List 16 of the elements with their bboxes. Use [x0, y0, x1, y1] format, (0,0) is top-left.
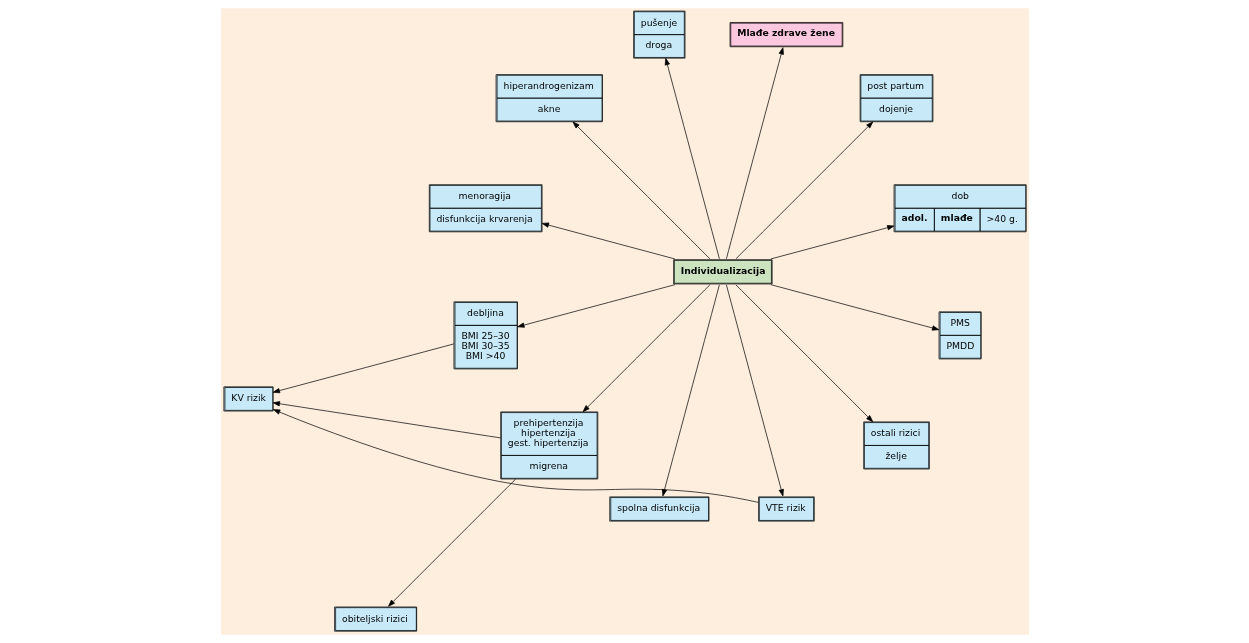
- arrow: [725, 47, 784, 260]
- arrow: [770, 284, 939, 331]
- arrow: [541, 222, 675, 260]
- arrow: [735, 121, 873, 260]
- arrow: [387, 478, 516, 607]
- arrow: [725, 284, 784, 497]
- arrow: [272, 343, 454, 394]
- arrow: [664, 58, 720, 260]
- arrow: [582, 284, 710, 412]
- arrow: [516, 284, 675, 328]
- arrow: [735, 284, 873, 423]
- arrow: [572, 121, 710, 260]
- arrow: [661, 284, 720, 497]
- arrow: [770, 225, 894, 260]
- arrow: [272, 409, 759, 503]
- arrow: [272, 401, 501, 439]
